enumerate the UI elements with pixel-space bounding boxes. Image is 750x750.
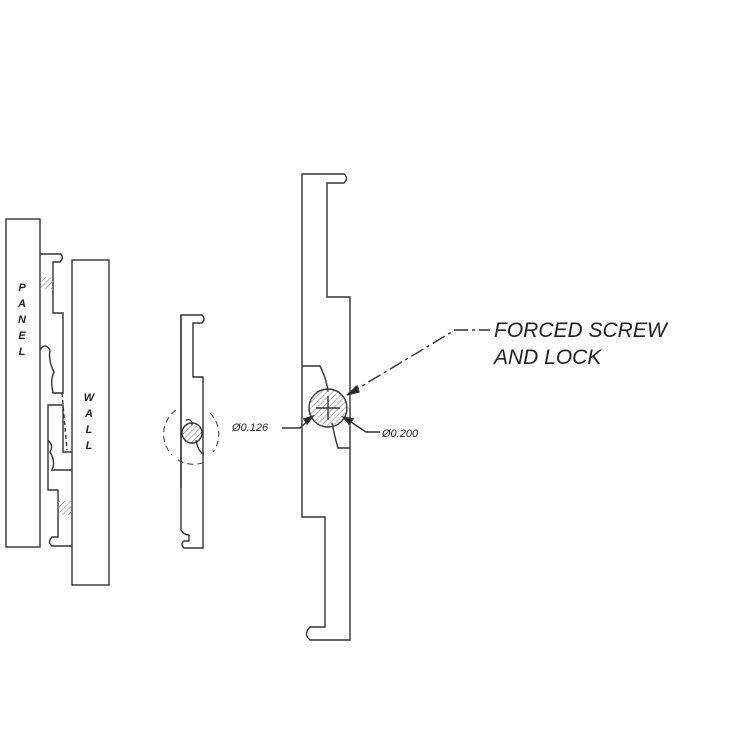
leader-large	[346, 329, 490, 396]
callout-line-2: AND LOCK	[494, 346, 602, 369]
large-profile	[301, 173, 351, 641]
panel-board	[5, 218, 41, 548]
small-profile	[180, 314, 205, 549]
dimension-large: Ø0.200	[382, 428, 419, 440]
small-screw	[181, 422, 203, 444]
callout-line-1: FORCED SCREW	[494, 319, 667, 342]
wall-label: WALL	[83, 392, 95, 452]
dimension-small: Ø0.126	[232, 422, 269, 434]
engagement-arrow	[61, 392, 68, 451]
wall-board	[71, 259, 110, 586]
leader-dim-large	[344, 417, 380, 433]
panel-clip	[39, 253, 64, 394]
detail-circle	[163, 409, 220, 465]
wall-clip	[47, 404, 72, 547]
panel-label: PANEL	[18, 282, 26, 358]
